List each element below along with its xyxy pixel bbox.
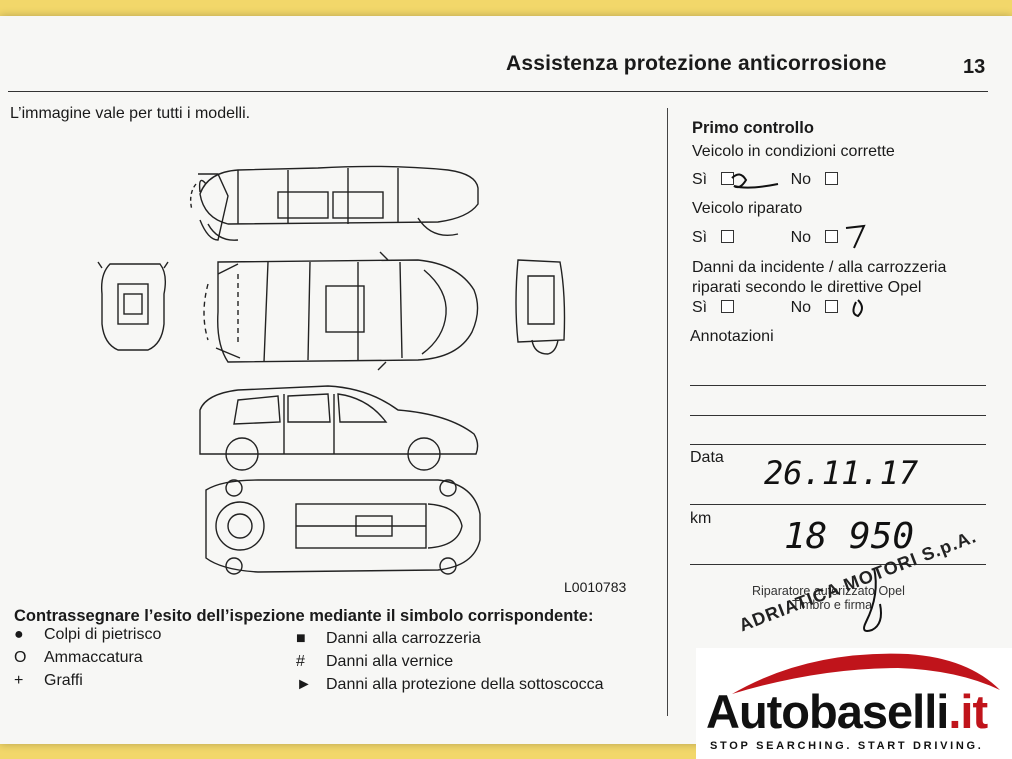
triangle-right-icon: ► (296, 676, 312, 693)
no-checkbox-accident[interactable] (825, 300, 839, 313)
notes-label: Annotazioni (690, 328, 774, 345)
car-inspection-diagram (97, 165, 566, 575)
legend-item-scratches: + Graffi (14, 672, 83, 689)
handwritten-circle-mark (852, 299, 863, 318)
no-checkbox-condition[interactable] (825, 172, 839, 185)
question-accident-line1: Danni da incidente / alla carrozzeria (692, 259, 947, 276)
plus-icon: + (14, 672, 24, 689)
legend-item-body-damage: ■ Danni alla carrozzeria (296, 630, 481, 647)
header-divider (8, 91, 988, 92)
yes-checkbox-repaired[interactable] (721, 230, 735, 243)
handwritten-signature (863, 567, 882, 632)
legend-item-paint-damage: # Danni alla vernice (296, 653, 454, 670)
intro-text: L’immagine vale per tutti i modelli. (10, 105, 251, 122)
legend-item-underbody-damage: ► Danni alla protezione della sottoscocc… (296, 676, 604, 693)
watermark-tagline: STOP SEARCHING. START DRIVING. (710, 740, 984, 752)
answer-row-repaired: Sì No (692, 229, 839, 247)
notes-line-1[interactable] (690, 385, 986, 386)
legend-title: Contrassegnare l’esito dell’ispezione me… (14, 607, 594, 625)
car-view-top (203, 251, 479, 371)
form-title: Primo controllo (692, 119, 814, 137)
km-line[interactable] (690, 564, 986, 565)
handwritten-check-mark (731, 173, 779, 189)
question-condition: Veicolo in condizioni corrette (692, 143, 895, 160)
car-view-front (97, 261, 169, 351)
no-checkbox-repaired[interactable] (825, 230, 839, 243)
yes-checkbox-accident[interactable] (721, 300, 735, 313)
legend-item-dent: O Ammaccatura (14, 649, 143, 666)
date-value: 26.11.17 (764, 454, 919, 492)
repairer-label: Riparatore autorizzato Opel (752, 584, 905, 598)
circle-outline-icon: O (14, 649, 27, 666)
car-view-rear (515, 259, 566, 355)
car-view-underbody (205, 479, 481, 575)
filled-circle-icon: ● (14, 626, 24, 643)
column-divider (667, 108, 668, 716)
logo-swoosh-icon (732, 653, 1000, 694)
answer-row-accident: Sì No (692, 299, 839, 317)
km-label: km (690, 510, 712, 527)
service-booklet-page: Assistenza protezione anticorrosione 13 … (0, 16, 1012, 744)
car-view-side (199, 385, 479, 471)
hash-icon: # (296, 653, 305, 670)
watermark-logo-text: Autobaselli.it (706, 685, 988, 738)
yes-checkbox-condition[interactable] (721, 172, 735, 185)
handwritten-slash-mark (845, 224, 866, 249)
filled-square-icon: ■ (296, 630, 306, 647)
notes-line-2[interactable] (690, 415, 986, 416)
question-repaired: Veicolo riparato (692, 200, 803, 217)
diagram-reference-code: L0010783 (564, 579, 627, 595)
stamp-signature-label: Timbro e firma (792, 598, 873, 612)
km-value: 18 950 (784, 516, 915, 557)
notes-line-3[interactable] (690, 444, 986, 445)
page-number: 13 (963, 56, 986, 78)
legend-item-stone-chips: ● Colpi di pietrisco (14, 626, 162, 643)
date-line[interactable] (690, 504, 986, 505)
date-label: Data (690, 449, 724, 466)
answer-row-condition: Sì No (692, 171, 839, 189)
car-view-open-doors (189, 165, 479, 241)
page-title: Assistenza protezione anticorrosione (506, 52, 887, 75)
question-accident-line2: riparati secondo le direttive Opel (692, 279, 922, 296)
